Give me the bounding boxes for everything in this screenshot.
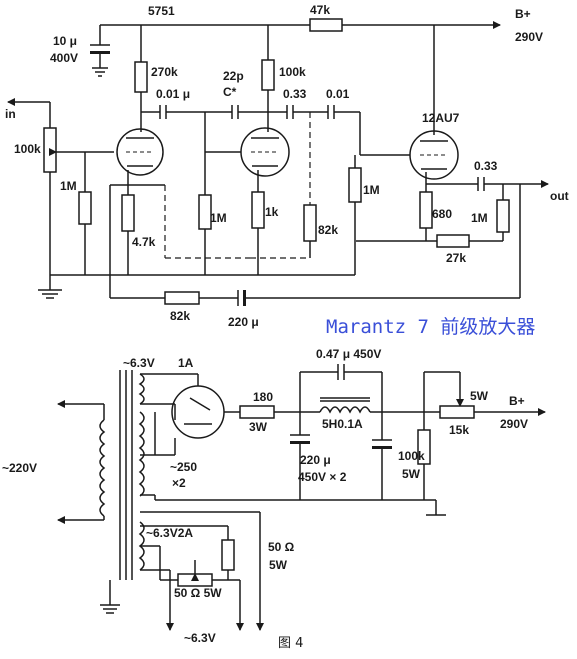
label-pot-100k: 100k bbox=[14, 142, 41, 156]
label-heater-out: ~6.3V bbox=[184, 631, 216, 645]
label-out: out bbox=[550, 189, 569, 203]
resistor-1m-out bbox=[496, 199, 510, 233]
resistor-680 bbox=[419, 191, 433, 229]
label-82k-side: 82k bbox=[318, 223, 339, 237]
label-choke: 5H0.1A bbox=[322, 417, 363, 431]
label-100k-top: 100k bbox=[279, 65, 306, 79]
label-270k: 270k bbox=[151, 65, 178, 79]
label-100k-5w: 5W bbox=[402, 467, 420, 481]
label-mains: ~220V bbox=[2, 461, 38, 475]
heater-circuit bbox=[140, 511, 264, 631]
input-stage bbox=[7, 98, 355, 299]
resistor-1m-grid1 bbox=[78, 191, 92, 225]
pot-50ohm-5w bbox=[177, 573, 213, 587]
label-047u: 0.47 μ 450V bbox=[316, 347, 382, 361]
label-hv-x2: ×2 bbox=[172, 476, 186, 490]
label-033-mid: 0.33 bbox=[283, 87, 307, 101]
resistor-82k-bottom bbox=[164, 291, 200, 305]
feedback-loop bbox=[110, 290, 520, 306]
label-3w: 3W bbox=[249, 420, 267, 434]
label-220u: 220 μ bbox=[228, 315, 259, 329]
stage-1 bbox=[109, 105, 250, 298]
rectifier bbox=[140, 373, 320, 501]
label-180: 180 bbox=[253, 390, 274, 404]
label-50ohm-5w: 50 Ω 5W bbox=[174, 586, 222, 600]
stage-3 bbox=[348, 112, 549, 298]
label-heater-2a: ~6.3V2A bbox=[146, 526, 194, 540]
label-filt-450v: 450V × 2 bbox=[298, 470, 347, 484]
resistor-50ohm bbox=[221, 539, 235, 571]
tube-3 bbox=[409, 130, 459, 180]
filter bbox=[290, 364, 440, 501]
label-1m-grid1: 1M bbox=[60, 179, 77, 193]
label-cstar: C* bbox=[223, 85, 237, 99]
label-290v-top: 290V bbox=[515, 30, 544, 44]
label-5751: 5751 bbox=[148, 4, 175, 18]
tube-2 bbox=[240, 127, 290, 177]
schematic-title: Marantz 7 前级放大器 bbox=[326, 316, 536, 338]
label-50ohm: 50 Ω bbox=[268, 540, 295, 554]
label-bplus-top: B+ bbox=[515, 7, 531, 21]
resistor-270k bbox=[134, 61, 148, 93]
pot-100k-input bbox=[43, 127, 57, 173]
transformer bbox=[57, 370, 145, 614]
resistor-82k-side bbox=[303, 204, 317, 242]
label-400v: 400V bbox=[50, 51, 79, 65]
label-heater-6v3: ~6.3V bbox=[123, 356, 155, 370]
label-1m-grid2: 1M bbox=[210, 211, 227, 225]
label-1m-grid3: 1M bbox=[363, 183, 380, 197]
output-divider bbox=[417, 371, 546, 516]
tube-1 bbox=[116, 128, 164, 176]
resistor-1k bbox=[251, 191, 265, 229]
label-100k-bleeder: 100k bbox=[398, 449, 425, 463]
label-680: 680 bbox=[432, 207, 453, 221]
label-15k: 15k bbox=[449, 423, 470, 437]
resistor-4k7 bbox=[121, 194, 135, 232]
bplus-rail bbox=[90, 18, 501, 135]
resistor-100k-plate bbox=[261, 59, 275, 91]
label-290v-psu: 290V bbox=[500, 417, 529, 431]
resistor-27k bbox=[436, 234, 470, 248]
resistor-180 bbox=[239, 405, 275, 419]
label-4k7: 4.7k bbox=[132, 235, 156, 249]
label-pot-5w: 5W bbox=[470, 389, 488, 403]
cap-10u-plate-b bbox=[90, 51, 110, 54]
resistor-47k bbox=[309, 18, 343, 32]
label-in: in bbox=[5, 107, 16, 121]
label-hv-250: ~250 bbox=[170, 460, 198, 474]
label-12au7: 12AU7 bbox=[422, 111, 460, 125]
figure-caption: 图 4 bbox=[278, 636, 304, 651]
label-filt-220u: 220 μ bbox=[300, 453, 331, 467]
label-001: 0.01 bbox=[326, 87, 350, 101]
label-1m-out: 1M bbox=[471, 211, 488, 225]
label-82k-bottom: 82k bbox=[170, 309, 191, 323]
label-1k: 1k bbox=[265, 205, 279, 219]
resistor-1m-grid3 bbox=[348, 167, 362, 203]
label-22p: 22p bbox=[223, 69, 244, 83]
label-47k: 47k bbox=[310, 3, 331, 17]
label-033-out: 0.33 bbox=[474, 159, 498, 173]
label-bplus-psu: B+ bbox=[509, 394, 525, 408]
label-1a: 1A bbox=[178, 356, 194, 370]
label-27k: 27k bbox=[446, 251, 467, 265]
label-50ohm-w: 5W bbox=[269, 558, 287, 572]
label-001u: 0.01 μ bbox=[156, 87, 191, 101]
stage-2 bbox=[205, 105, 360, 275]
pot-15k bbox=[439, 405, 475, 419]
label-10u: 10 μ bbox=[53, 34, 78, 48]
